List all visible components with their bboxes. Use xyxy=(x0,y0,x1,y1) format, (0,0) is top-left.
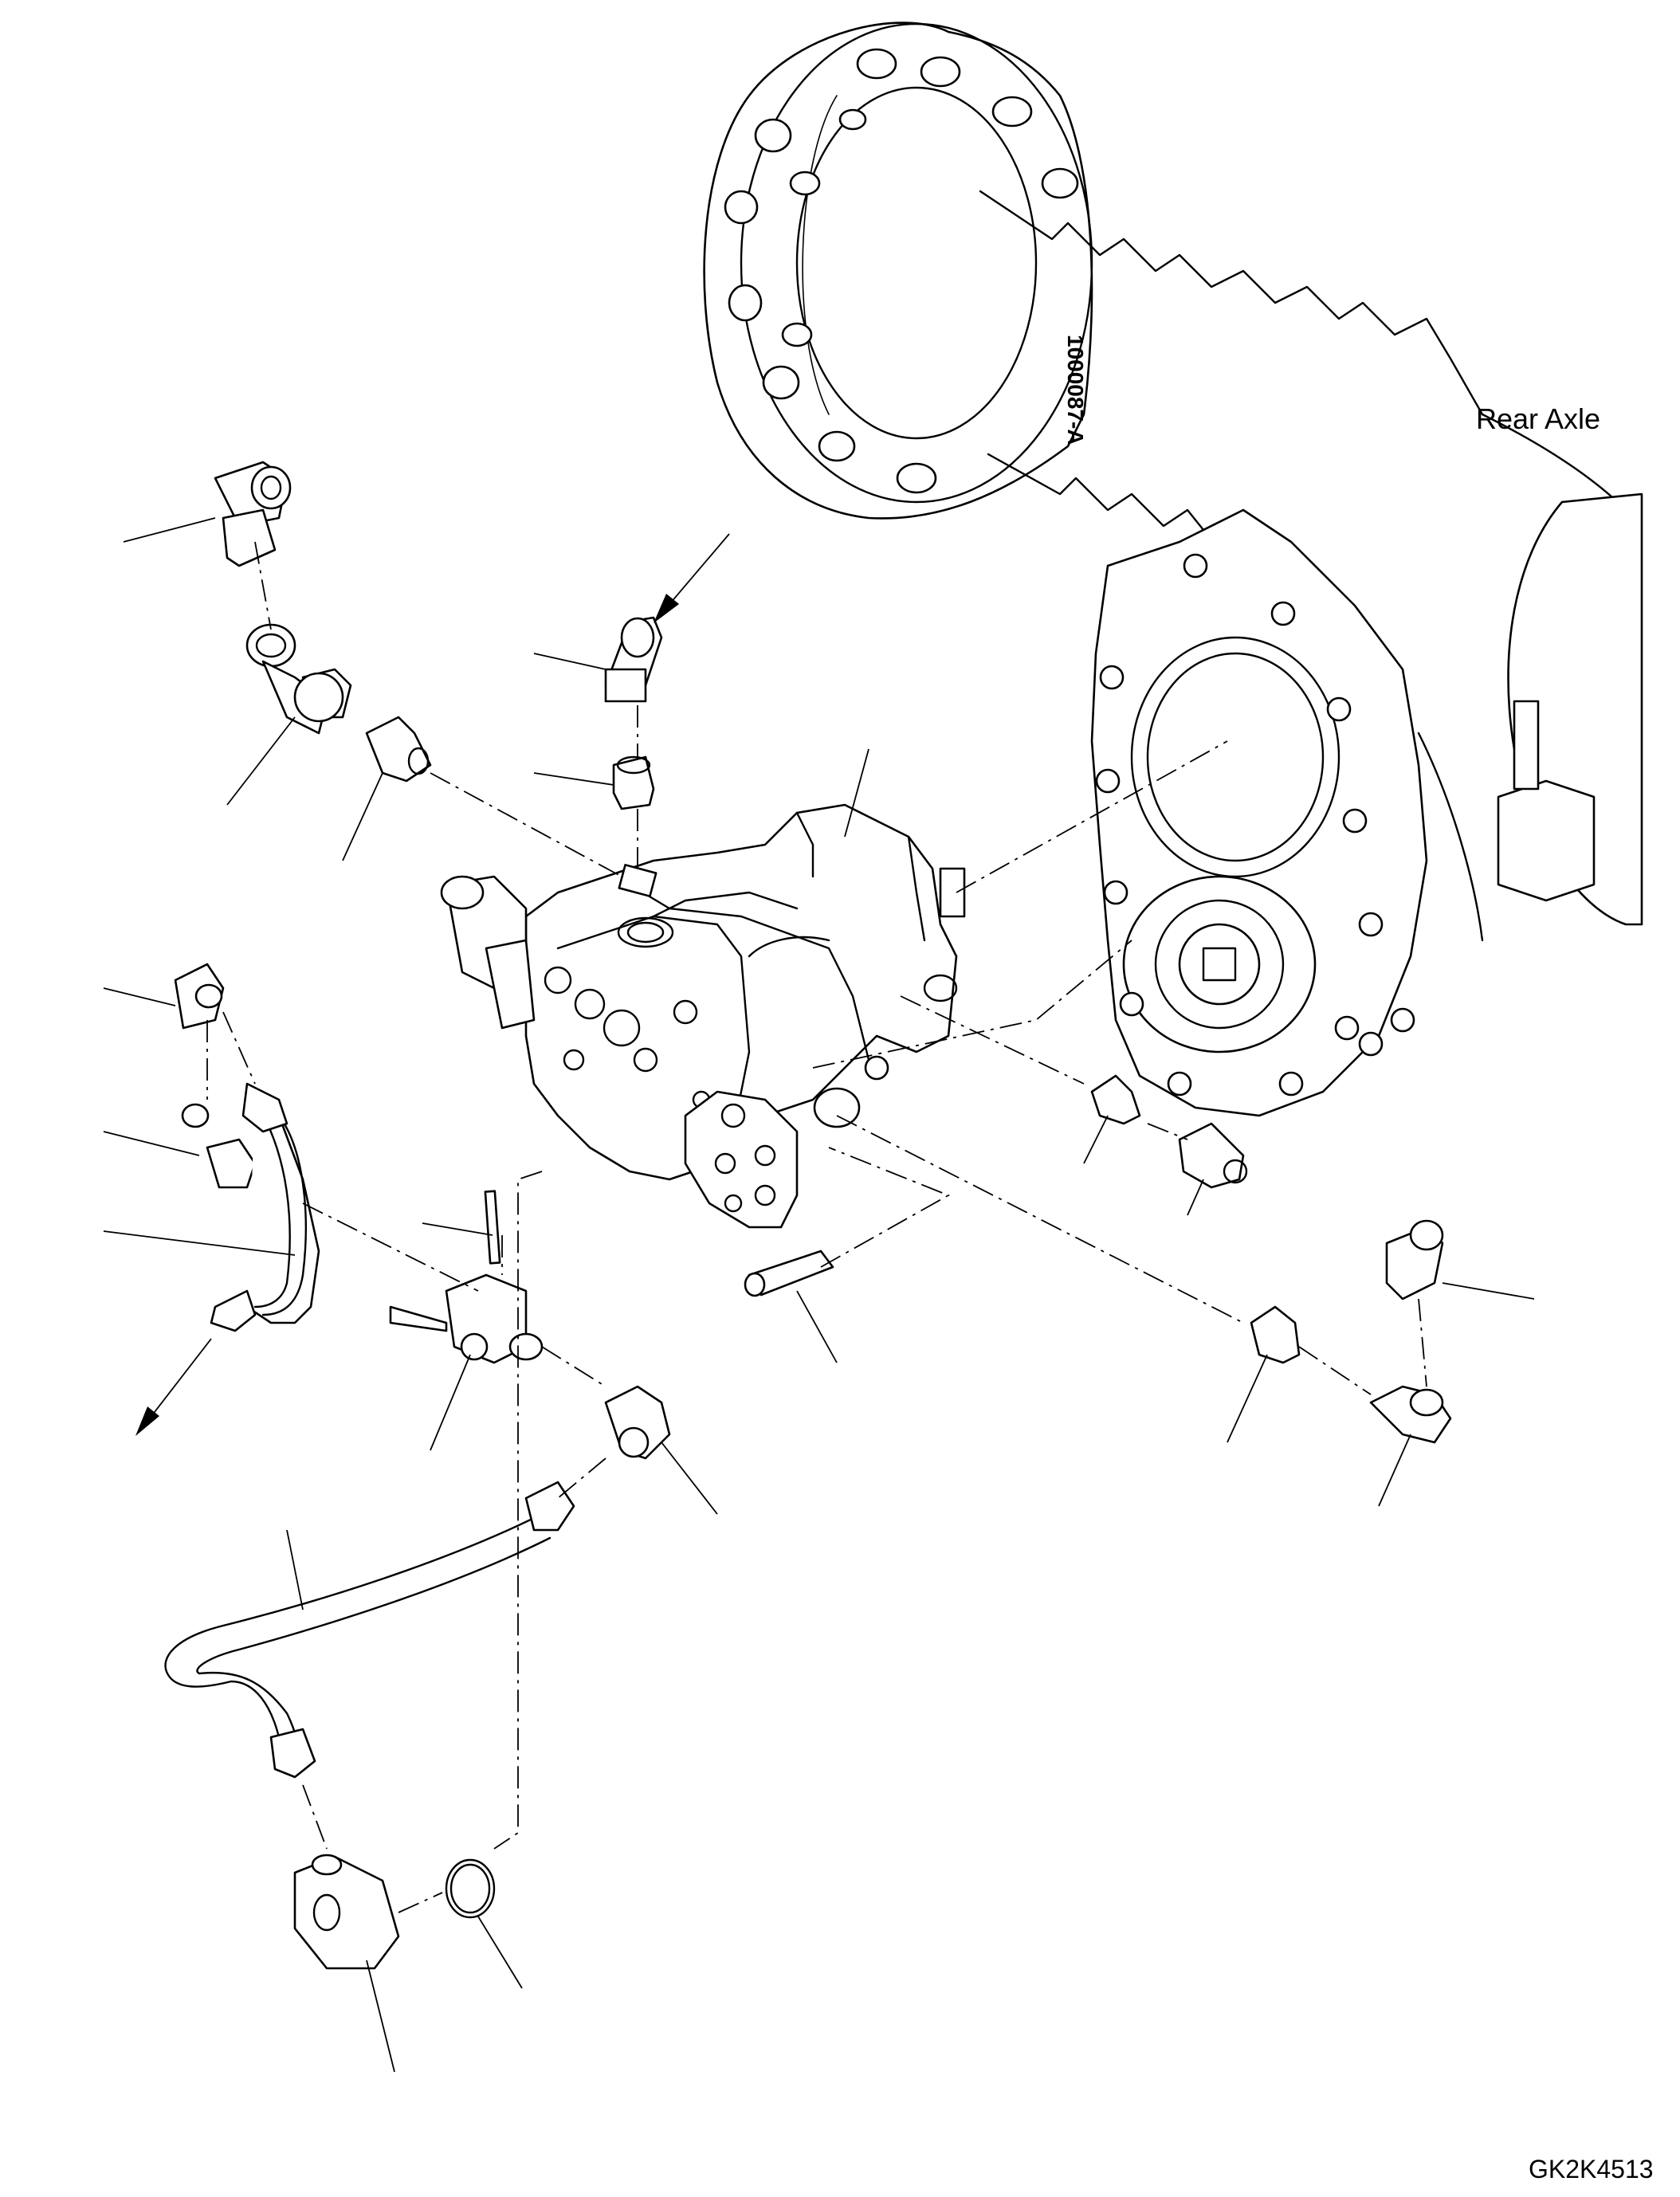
adapter-fitting-top xyxy=(612,755,655,810)
adapter-fitting-left xyxy=(365,716,432,783)
elbow-fitting-middle xyxy=(604,1385,671,1460)
hose-left xyxy=(210,1082,320,1332)
axle-stamp: 1000087-A xyxy=(1063,335,1088,445)
elbow-fitting-upper xyxy=(214,461,292,567)
adapter-fitting-right-1 xyxy=(1090,1074,1141,1125)
tee-block xyxy=(389,1190,544,1364)
rear-axle-label: Rear Axle xyxy=(1476,402,1600,435)
adapter-fitting-right-2 xyxy=(1250,1305,1301,1364)
socket-bolt xyxy=(744,1250,834,1297)
flow-arrow-left xyxy=(135,1338,212,1436)
nut-fitting-right-1 xyxy=(1178,1122,1248,1189)
housing-bolts xyxy=(1095,553,1415,1097)
elbow-fitting-left-upper xyxy=(174,963,225,1030)
flow-arrow-top xyxy=(654,533,730,623)
assembly-centerlines xyxy=(206,541,1427,1913)
elbow-fitting-swivel xyxy=(245,623,352,735)
flange-bolts xyxy=(724,48,1079,494)
elbow-fitting-right-lower xyxy=(1369,1385,1452,1444)
drawing-code: GK2K4513 xyxy=(1529,2155,1654,2183)
o-ring xyxy=(445,1858,496,1919)
callout-leaders xyxy=(103,517,1535,2073)
banjo-fitting xyxy=(293,1854,400,1970)
elbow-fitting-right-upper xyxy=(1385,1219,1444,1301)
hydraulic-motor xyxy=(440,803,966,1229)
hose-lower xyxy=(164,1481,575,1779)
elbow-fitting-top xyxy=(604,616,663,703)
elbow-fitting-left-lower xyxy=(181,1103,257,1189)
rear-axle-assembly: 1000087-A xyxy=(703,22,1643,1117)
